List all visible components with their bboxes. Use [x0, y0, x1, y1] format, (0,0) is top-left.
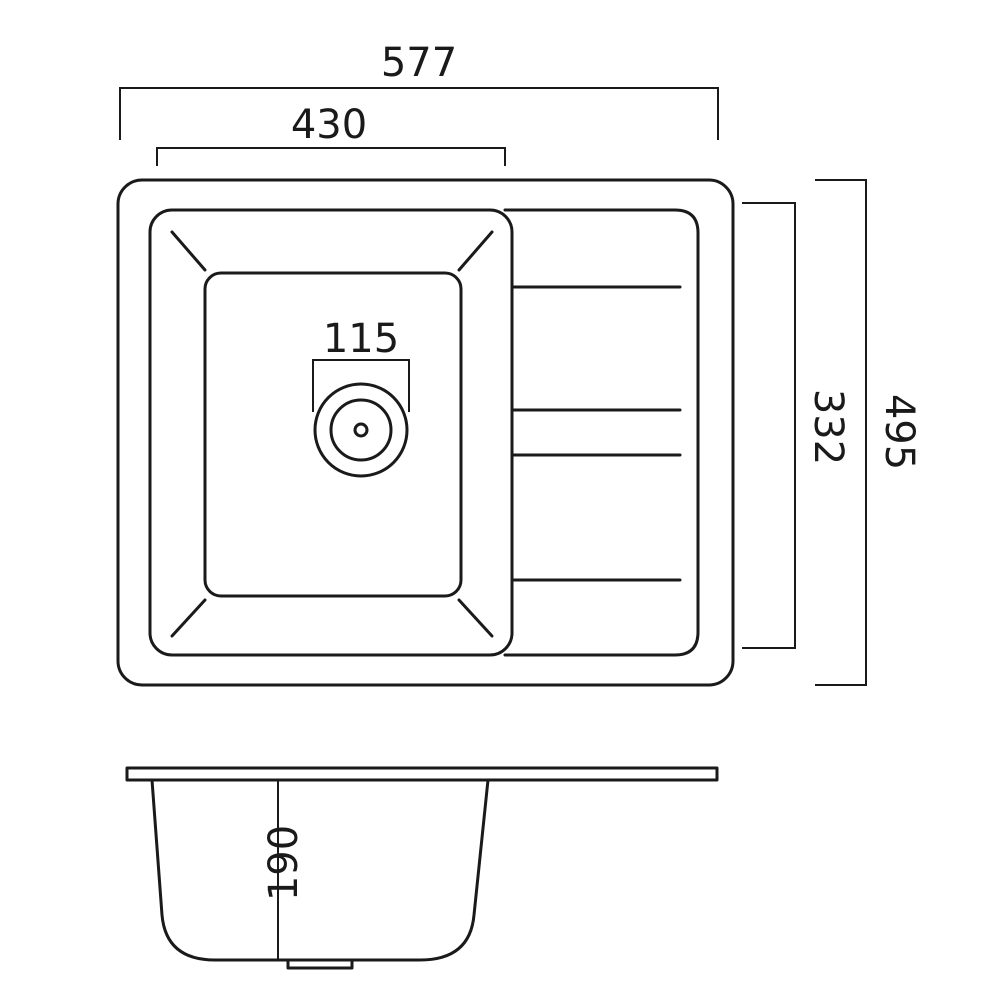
dimension-inner-length: 332: [742, 202, 851, 649]
sink-outer-rim: [116, 178, 735, 687]
sink-side-section: [125, 766, 719, 970]
bowl-section-profile: [150, 778, 490, 962]
dimension-bowl-depth-label: 190: [261, 825, 307, 901]
sink-top-flange: [125, 766, 719, 782]
dimension-overall-length: 495: [815, 179, 922, 686]
bowl-corner-line: [457, 230, 494, 272]
drain-inner-ring: [329, 398, 393, 462]
dimension-drain-diameter: 115: [312, 316, 410, 412]
drain-outer-ring: [313, 382, 409, 478]
bowl-corner-line: [170, 230, 207, 272]
dimension-drain-diameter-label: 115: [323, 316, 399, 362]
sink-plan-view: [116, 178, 735, 687]
dimension-overall-length-label: 495: [876, 394, 922, 470]
bowl-corner-line: [170, 598, 207, 638]
dimension-overall-width: 577: [119, 40, 719, 140]
drainboard-outline: [503, 208, 700, 657]
bowl-bottom: [203, 271, 463, 598]
dimension-bowl-width: 430: [156, 102, 506, 166]
dimension-overall-width-label: 577: [381, 40, 457, 86]
dimension-inner-length-label: 332: [805, 389, 851, 465]
bowl-corner-line: [457, 598, 494, 638]
bowl-outer-edge: [148, 208, 514, 657]
dimension-bowl-depth: 190: [261, 780, 307, 960]
drain-outlet: [286, 958, 354, 970]
drain-center: [353, 422, 369, 438]
dimension-bowl-width-label: 430: [291, 102, 367, 148]
